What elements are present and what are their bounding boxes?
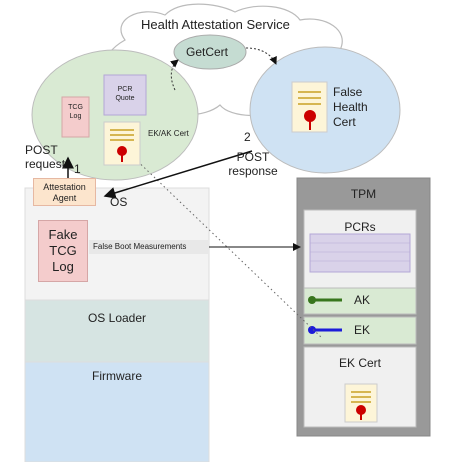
response-step-number: 2 — [244, 130, 251, 144]
getcert-ellipse — [173, 34, 247, 70]
seal-icon — [304, 110, 316, 130]
getcert-label: GetCert — [186, 45, 229, 59]
fake-tcg-log-card: Fake TCG Log — [38, 220, 88, 282]
tcg-log-card — [61, 96, 90, 138]
tpm-title: TPM — [350, 187, 377, 201]
ek-key-icon — [308, 326, 342, 334]
firmware-layer — [24, 361, 210, 462]
ekak-cert-label: EK/AK Cert — [148, 129, 189, 138]
false-health-cert-label: False Health Cert — [333, 85, 368, 129]
ek-label: EK — [354, 323, 371, 337]
seal-icon — [117, 146, 127, 162]
pcrs-label: PCRs — [344, 220, 376, 234]
false-boot-measurements-strip: False Boot Measurements — [89, 240, 209, 254]
ak-label: AK — [354, 293, 371, 307]
os-label: OS — [110, 195, 128, 209]
pcr-quote-card — [103, 74, 147, 116]
os-loader-layer — [24, 299, 210, 363]
os-loader-label: OS Loader — [87, 311, 147, 325]
ak-key-icon — [308, 296, 342, 304]
service-title: Health Attestation Service — [141, 17, 290, 32]
seal-icon — [356, 405, 366, 420]
request-step-number: 1 — [74, 162, 81, 176]
ek-cert-label: EK Cert — [338, 356, 381, 370]
firmware-label: Firmware — [92, 369, 142, 383]
